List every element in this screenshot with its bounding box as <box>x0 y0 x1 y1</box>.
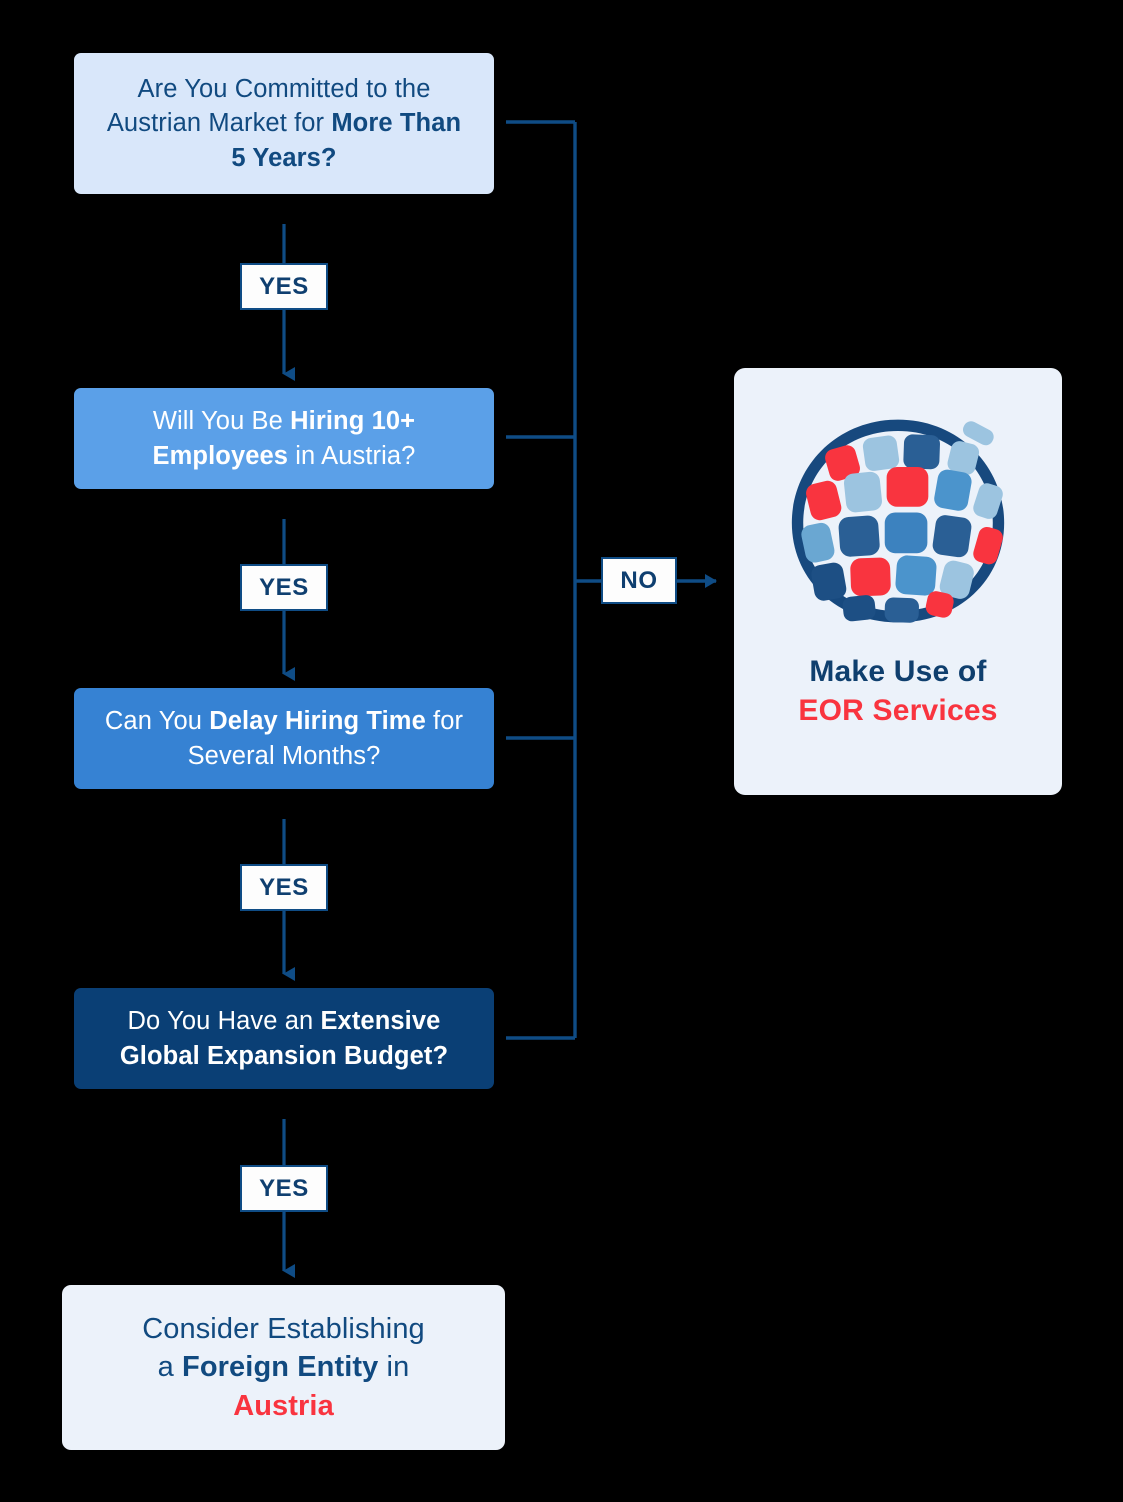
decision-box-hiring[interactable]: Will You Be Hiring 10+ Employees in Aust… <box>74 388 494 489</box>
eor-caption: Make Use of EOR Services <box>798 652 997 730</box>
decision-box-delay-hiring[interactable]: Can You Delay Hiring Time for Several Mo… <box>74 688 494 789</box>
outcome-card-eor[interactable]: Make Use of EOR Services <box>734 368 1062 795</box>
decision-box-budget[interactable]: Do You Have an Extensive Global Expansio… <box>74 988 494 1089</box>
decision-box-hiring-text: Will You Be Hiring 10+ Employees in Aust… <box>152 407 416 470</box>
globe-icon <box>791 419 1005 623</box>
edge-label-yes-4: YES <box>240 1165 328 1212</box>
decision-box-committed-text: Are You Committed to the Austrian Market… <box>106 75 462 172</box>
eor-caption-line2: EOR Services <box>798 694 998 727</box>
decision-box-delay-hiring-text: Can You Delay Hiring Time for Several Mo… <box>104 707 464 770</box>
decision-box-committed[interactable]: Are You Committed to the Austrian Market… <box>74 53 494 194</box>
edge-label-yes-1: YES <box>240 263 328 310</box>
outcome-box-foreign-entity-text: Consider Establishing a Foreign Entity i… <box>142 1313 425 1422</box>
outcome-box-foreign-entity[interactable]: Consider Establishing a Foreign Entity i… <box>62 1285 505 1450</box>
edge-label-yes-3: YES <box>240 864 328 911</box>
edge-label-no: NO <box>601 557 677 604</box>
eor-caption-line1: Make Use of <box>809 655 987 688</box>
edge-label-yes-2: YES <box>240 564 328 611</box>
decision-box-budget-text: Do You Have an Extensive Global Expansio… <box>119 1007 449 1070</box>
